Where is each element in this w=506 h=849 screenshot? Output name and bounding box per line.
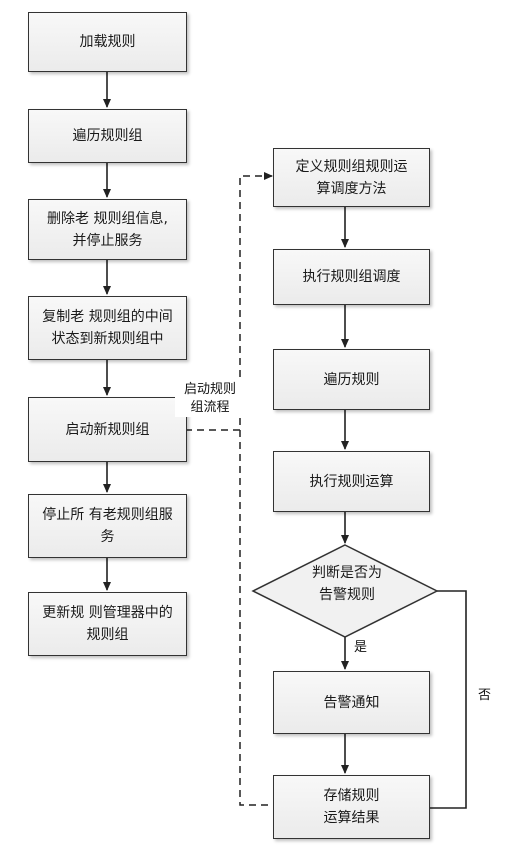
dashed-link-start-flow <box>185 172 273 431</box>
step-start-new-group-text: 启动新规则组 <box>65 421 150 438</box>
step-traverse-rules: 遍历规则 <box>273 349 430 410</box>
step-alert-notify-text: 告警通知 <box>323 694 380 711</box>
step-execute-rule-calc: 执行规则运算 <box>273 451 430 512</box>
step-copy-old-group-state-text: 复制老 规则组的中间 状态到新规则组中 <box>42 309 173 347</box>
step-update-rule-manager-text: 更新规 则管理器中的 规则组 <box>42 605 173 643</box>
yes-label: 是 <box>354 640 368 655</box>
step-copy-old-group-state: 复制老 规则组的中间 状态到新规则组中 <box>28 296 187 360</box>
dashed-link-return <box>239 430 272 806</box>
step-stop-old-group-services-text: 停止所 有老规则组服 务 <box>42 507 173 545</box>
step-store-results: 存储规则 运算结果 <box>273 775 430 839</box>
step-execute-scheduling: 执行规则组调度 <box>273 249 430 305</box>
step-start-new-group: 启动新规则组 <box>28 397 187 462</box>
step-update-rule-manager: 更新规 则管理器中的 规则组 <box>28 592 187 656</box>
step-traverse-rule-groups: 遍历规则组 <box>28 109 187 163</box>
step-load-rules: 加载规则 <box>28 12 187 72</box>
decision-text: 判断是否为 告警规则 <box>312 565 382 603</box>
step-execute-rule-calc-text: 执行规则运算 <box>309 473 394 490</box>
step-delete-old-group-info: 删除老 规则组信息, 并停止服务 <box>28 199 187 260</box>
step-delete-old-group-info-text: 删除老 规则组信息, 并停止服务 <box>47 210 168 249</box>
decision-diamond <box>251 544 439 638</box>
step-traverse-rule-groups-text: 遍历规则组 <box>72 128 143 144</box>
no-label: 否 <box>478 688 492 703</box>
step-store-results-text: 存储规则 运算结果 <box>323 788 380 826</box>
start-flow-label: 启动规则 组流程 <box>175 381 245 417</box>
step-load-rules-text: 加载规则 <box>79 34 136 50</box>
step-execute-scheduling-text: 执行规则组调度 <box>302 269 401 285</box>
arrow-decision-no <box>419 590 467 812</box>
step-stop-old-group-services: 停止所 有老规则组服 务 <box>28 494 187 558</box>
step-define-scheduling-text: 定义规则组规则运 算调度方法 <box>295 158 408 197</box>
step-traverse-rules-text: 遍历规则 <box>323 371 380 388</box>
step-define-scheduling: 定义规则组规则运 算调度方法 <box>273 148 430 207</box>
step-alert-notify: 告警通知 <box>273 671 430 734</box>
